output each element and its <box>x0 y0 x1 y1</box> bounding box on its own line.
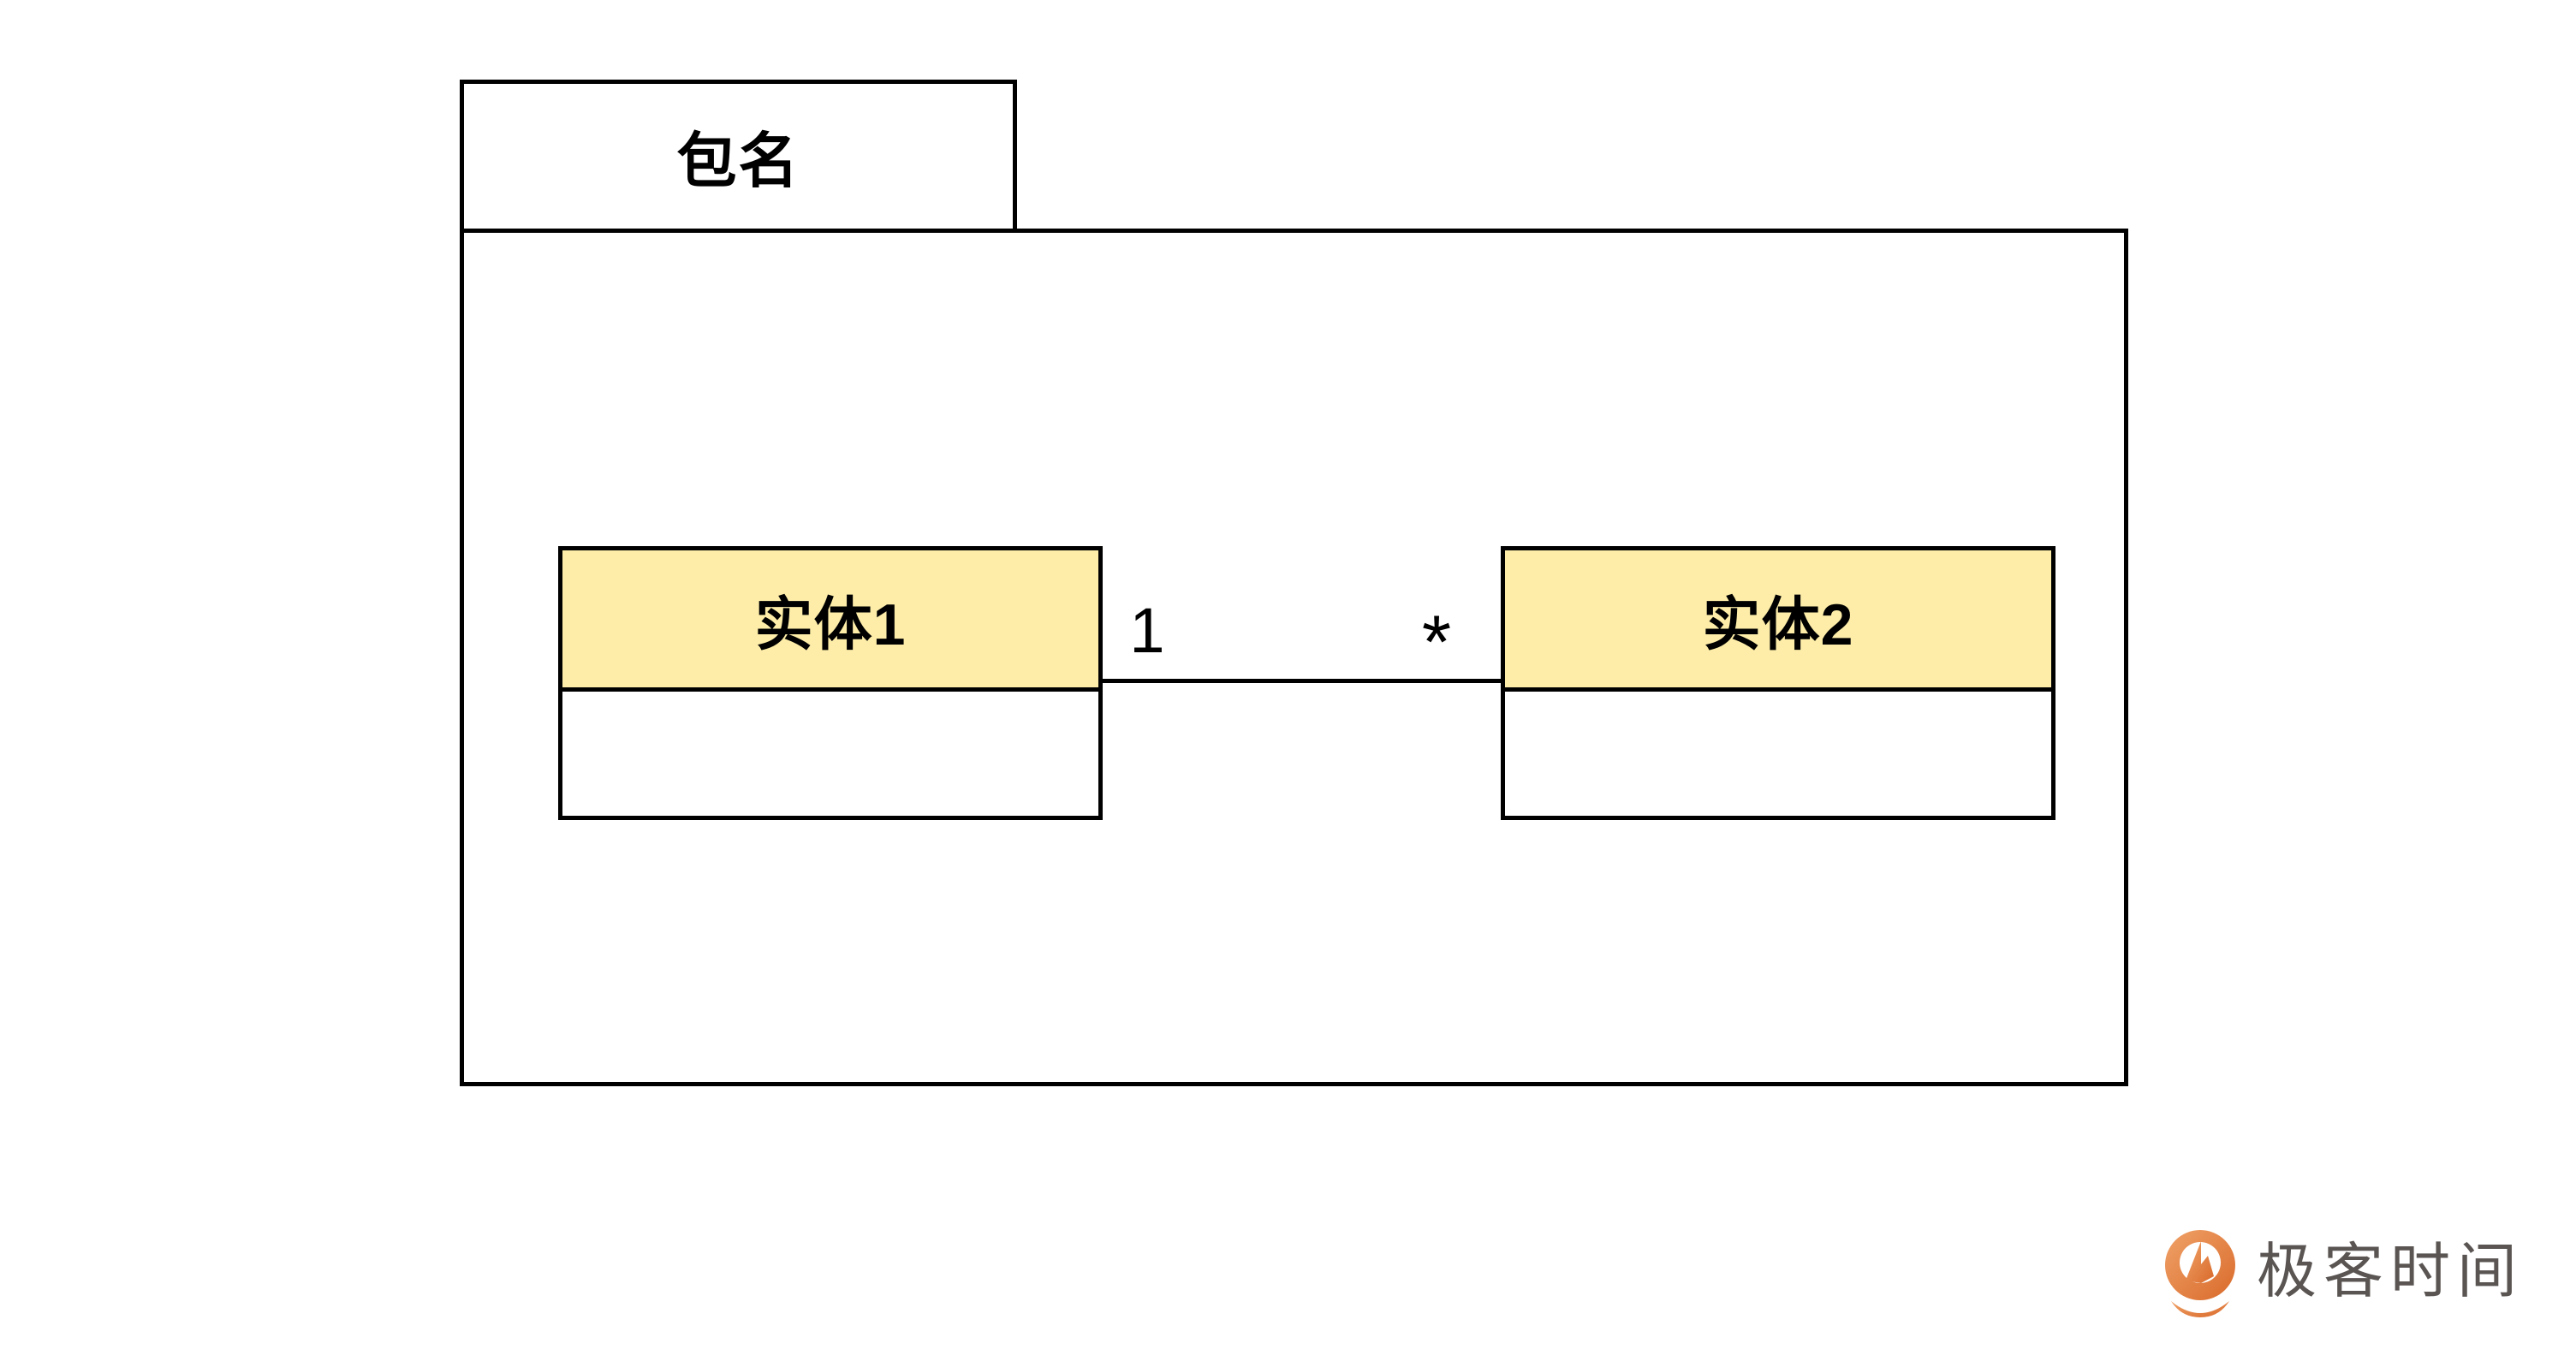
package-tab: 包名 <box>460 80 1017 233</box>
geektime-logo-icon <box>2164 1230 2236 1317</box>
entity-1-name-label: 实体1 <box>754 591 907 657</box>
entity-1-header: 实体1 <box>562 550 1098 692</box>
multiplicity-label-many: * <box>1421 599 1452 684</box>
entity-box-2: 实体2 <box>1501 546 2055 820</box>
entity-2-attributes-section <box>1505 692 2051 816</box>
geektime-logo-text: 极客时间 <box>2257 1238 2524 1305</box>
package-name-label: 包名 <box>676 128 800 194</box>
entity-2-header: 实体2 <box>1505 550 2051 692</box>
association-line <box>1103 679 1501 683</box>
entity-2-name-label: 实体2 <box>1702 591 1854 657</box>
geektime-watermark: 极客时间 <box>2164 1229 2524 1318</box>
entity-box-1: 实体1 <box>558 546 1103 820</box>
entity-1-attributes-section <box>562 692 1098 816</box>
multiplicity-label-one: 1 <box>1129 595 1165 666</box>
